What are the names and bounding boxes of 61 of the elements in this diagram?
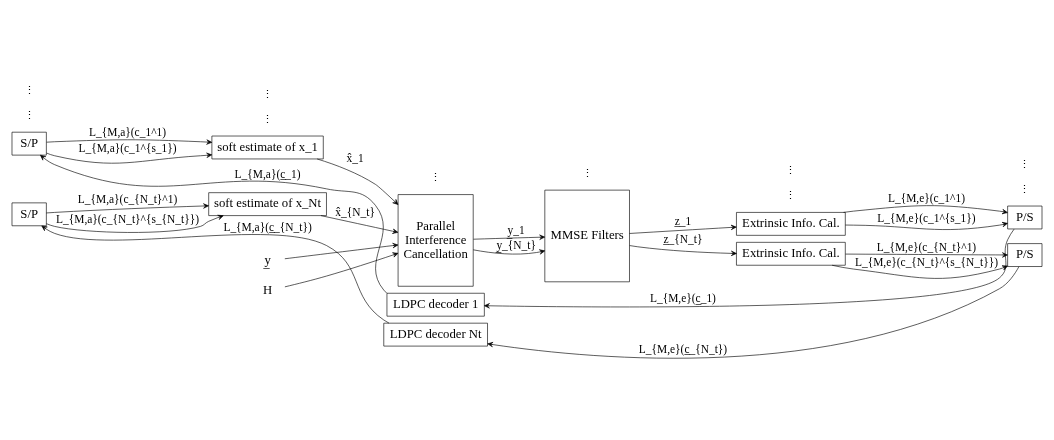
arrow: [320, 214, 399, 234]
label: ⋮: [23, 83, 35, 96]
edge-label: L_{M,a}(c̲_1): [234, 167, 301, 180]
arrow: [46, 152, 213, 163]
edge-label: L_{M,a}(c_1^{s_1}): [78, 141, 177, 154]
label: ⋮: [1019, 182, 1031, 195]
edge-label: L_{M,e}(c̲_1): [650, 291, 716, 304]
node-box: Extrinsic Info. Cal.: [736, 211, 846, 236]
label: ⋮: [581, 166, 593, 179]
arrow: [41, 225, 390, 323]
node-box: MMSE Filters: [544, 189, 630, 282]
node-box: LDPC decoder Nt: [383, 322, 488, 346]
arrow: [845, 221, 1008, 230]
arrow: [46, 138, 213, 145]
arrow: [831, 264, 1008, 279]
arrow: [843, 204, 1008, 214]
edge-label: z̲_{N_t}: [663, 232, 703, 245]
arrow: [284, 251, 399, 287]
node-box: S/P: [11, 131, 47, 155]
arrow: [629, 224, 737, 234]
edge-label: L_{M,a}(c_{N_t}^1): [77, 192, 178, 205]
edge-label: L_{M,e}(c_{N_t}^1): [876, 240, 977, 253]
arrow: [40, 154, 388, 294]
arrow: [284, 242, 399, 259]
edge-label: L_{M,a}(c_1^1): [89, 125, 167, 138]
node-text: H: [262, 282, 273, 297]
label: ⋮: [785, 188, 797, 201]
edge-label: y̲_{N_t}: [496, 238, 536, 251]
edge-label: z̲_1: [674, 214, 692, 227]
edge-label: L_{M,e}(c_1^1): [887, 191, 965, 204]
label: ⋮: [262, 87, 274, 100]
edge-label: L_{M,a}(c_{N_t}^{s_{N_t}}): [56, 212, 200, 225]
edge-label: x̂_1: [346, 151, 364, 164]
arrow: [845, 251, 1008, 258]
label: ⋮: [785, 163, 797, 176]
label: ⋮: [430, 170, 442, 183]
label: ⋮: [23, 108, 35, 121]
arrow: [629, 244, 737, 256]
label: ⋮: [1019, 157, 1031, 170]
arrow: [46, 202, 209, 213]
edge-label: L_{M,e}(c̲_{N_t}): [638, 342, 728, 355]
arrow: [472, 248, 546, 254]
node-box: soft estimate of x_1: [211, 135, 324, 159]
node-text: y̲: [264, 252, 271, 267]
node-box: Extrinsic Info. Cal.: [736, 241, 846, 266]
edge-label: x̂_{N_t}: [335, 205, 375, 218]
edge-label: L_{M,e}(c_{N_t}^{s_{N_t}}): [854, 255, 998, 267]
arrow: [487, 265, 1020, 359]
node-box: P/S: [1007, 242, 1043, 267]
node-box: Parallel Interference Cancellation: [397, 193, 474, 287]
node-box: S/P: [11, 202, 47, 226]
node-box: LDPC decoder 1: [386, 292, 485, 316]
node-box: soft estimate of x_Nt: [208, 191, 327, 216]
arrow: [316, 158, 399, 205]
node-box: P/S: [1007, 205, 1043, 229]
label: ⋮: [262, 112, 274, 125]
edge-label: L_{M,a}(c̲_{N_t}): [223, 220, 312, 233]
edge-label: L_{M,e}(c_1^{s_1}): [877, 211, 976, 224]
arrow: [484, 228, 1015, 308]
arrow: [473, 234, 546, 240]
arrow: [46, 214, 224, 233]
